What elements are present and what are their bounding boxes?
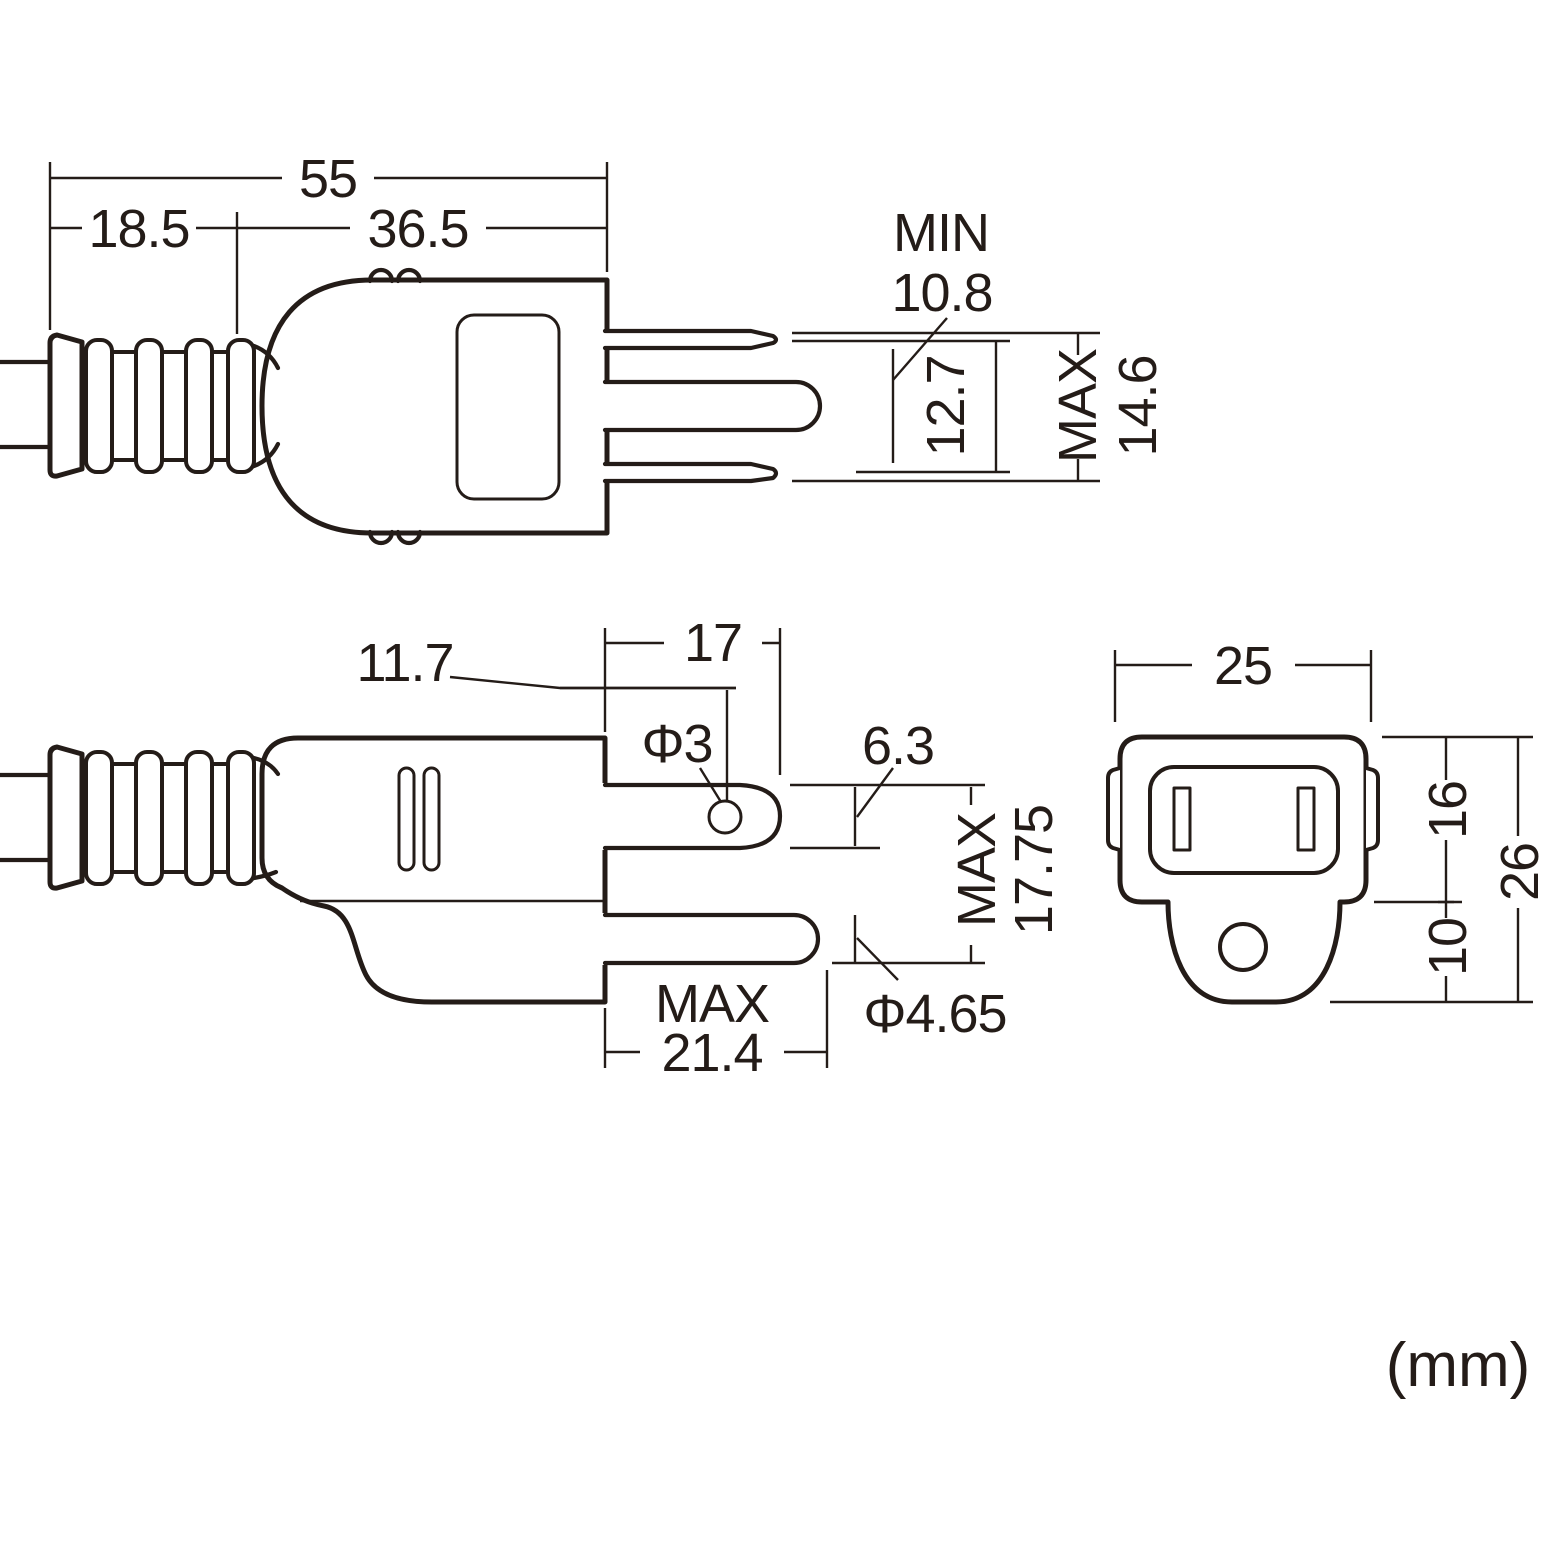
boot-cap-top xyxy=(47,332,85,479)
label-window xyxy=(455,313,561,501)
leader-6-3 xyxy=(856,767,894,818)
dim-10: 10 xyxy=(1418,918,1478,976)
unit-label: (mm) xyxy=(1386,1331,1531,1400)
plug-side-view: 17 11.7 Φ3 6.3 MAX 17.75 Φ4.65 MAX 21.4 xyxy=(0,613,1064,1083)
socket-recess xyxy=(1148,765,1340,875)
dim-6-3: 6.3 xyxy=(862,716,934,776)
lower-blade-top-view xyxy=(602,461,779,484)
leader-11-7 xyxy=(449,675,736,690)
dim-11-7: 11.7 xyxy=(356,633,453,693)
blade-side-view xyxy=(602,782,783,851)
dim-phi-4-65: Φ4.65 xyxy=(863,984,1006,1044)
boot-rib-gap xyxy=(160,350,188,462)
leader-10-8 xyxy=(892,317,948,381)
dim-line-11-7 xyxy=(560,686,736,800)
cable-side xyxy=(0,772,53,863)
boot-rib xyxy=(226,338,256,474)
dim-16: 16 xyxy=(1418,781,1478,839)
ground-pin-side-view xyxy=(602,912,821,966)
dim-25: 25 xyxy=(1214,636,1272,696)
blade-hole xyxy=(707,799,743,835)
dim-17-75: 17.75 xyxy=(1004,805,1064,935)
socket-ear-right xyxy=(1365,766,1380,852)
dim-17: 17 xyxy=(684,613,742,673)
socket-ear-left xyxy=(1106,766,1121,852)
alignment-nubs-bottom-edge xyxy=(367,529,423,546)
cable-top xyxy=(0,359,53,450)
boot-rib xyxy=(84,338,114,474)
boot-neck-top xyxy=(251,343,281,469)
dim-max-17-label: MAX xyxy=(947,813,1007,927)
leader-phi-3 xyxy=(698,767,723,803)
upper-blade-top-view xyxy=(602,328,779,351)
boot-rib-gap xyxy=(110,350,138,462)
dim-phi-3: Φ3 xyxy=(641,714,712,774)
boot-rib xyxy=(226,750,256,886)
boot-rib-gap xyxy=(210,350,230,462)
dim-max-label: MAX xyxy=(1048,349,1108,463)
dim-26: 26 xyxy=(1490,843,1544,901)
socket-slot-left xyxy=(1172,786,1192,852)
boot-neck-side xyxy=(251,755,281,881)
dim-min-label: MIN xyxy=(893,203,989,263)
dim-12-7: 12.7 xyxy=(916,355,976,456)
dim-21-4: 21.4 xyxy=(661,1023,762,1083)
blade-mask xyxy=(600,329,778,350)
boot-rib xyxy=(84,750,114,886)
boot-rib-gap xyxy=(210,762,230,874)
boot-rib xyxy=(184,750,214,886)
pin-mask xyxy=(599,913,822,965)
alignment-nubs-top-edge xyxy=(367,267,423,284)
boot-rib-gap xyxy=(160,762,188,874)
boot-rib xyxy=(134,338,164,474)
socket-front-view: 25 16 10 26 xyxy=(1106,636,1544,1005)
plug-top-view: 55 18.5 36.5 MIN 10.8 12.7 MAX 14.6 xyxy=(0,149,1168,546)
boot-rib-gap xyxy=(110,762,138,874)
vent-slot-right xyxy=(422,766,441,872)
blade-mask xyxy=(600,462,778,483)
boot-cap-side xyxy=(47,744,85,891)
leader-phi-4-65 xyxy=(856,937,899,981)
dim-36-5: 36.5 xyxy=(367,199,468,259)
dim-55: 55 xyxy=(299,149,357,209)
pin-mask xyxy=(600,380,827,432)
dim-10-8: 10.8 xyxy=(891,263,992,323)
mount-tab-hole xyxy=(1218,922,1268,972)
dim-max-21-label: MAX xyxy=(655,974,769,1034)
boot-rib xyxy=(134,750,164,886)
dim-14-6: 14.6 xyxy=(1108,355,1168,456)
ground-pin-top-view xyxy=(602,379,823,433)
boot-rib xyxy=(184,338,214,474)
blade-mask xyxy=(599,783,784,850)
dim-18-5: 18.5 xyxy=(88,199,189,259)
vent-slot-left xyxy=(397,766,416,872)
socket-slot-right xyxy=(1296,786,1316,852)
